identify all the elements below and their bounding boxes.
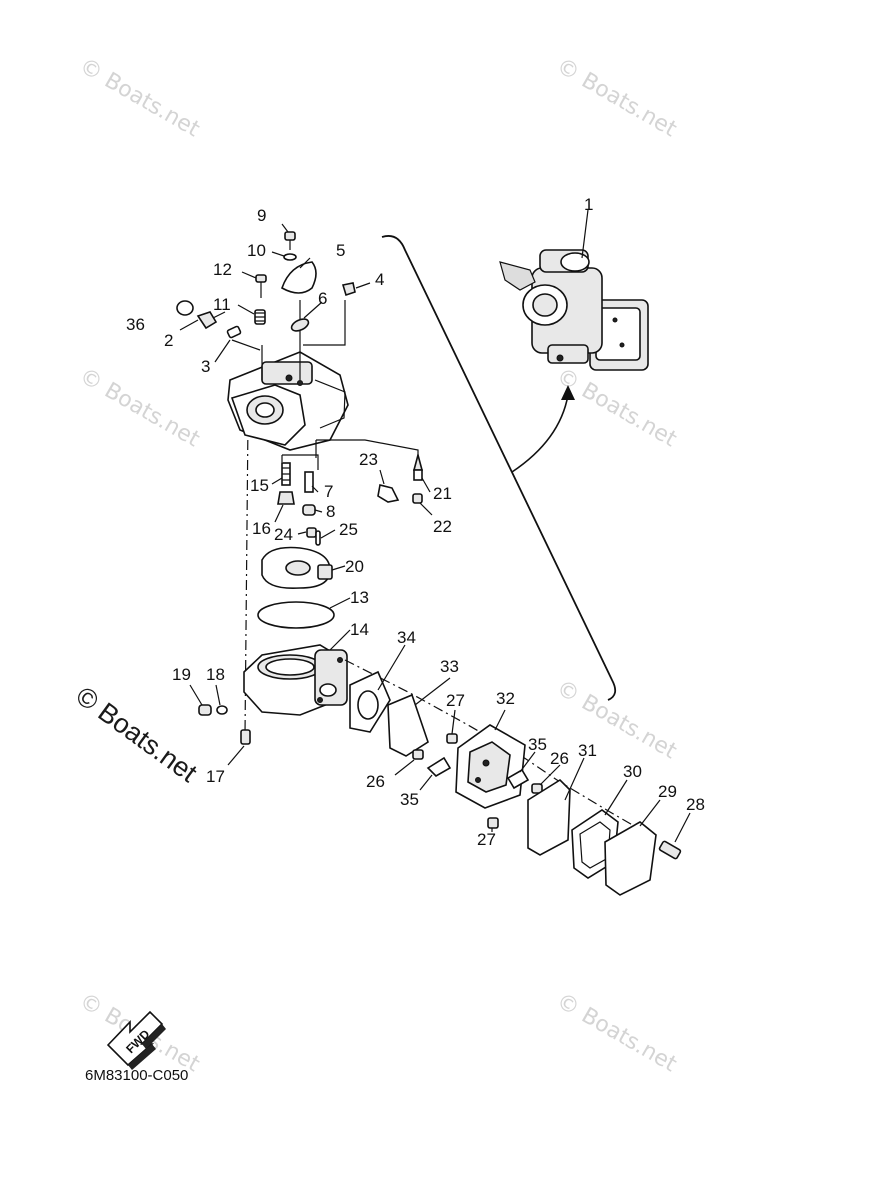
callout-24: 24 [274, 525, 293, 544]
callout-35-right: 35 [528, 735, 547, 754]
cover-29 [604, 821, 657, 896]
callout-31: 31 [578, 741, 597, 760]
fuel-pump-body [455, 724, 526, 809]
callout-12: 12 [213, 260, 232, 279]
watermark-mid-right: © Boats.net [552, 364, 681, 453]
gasket-31 [527, 778, 571, 856]
callout-32: 32 [496, 689, 515, 708]
part-35-right [506, 768, 530, 790]
callout-19: 19 [172, 665, 191, 684]
carburetor-assembly-image [499, 249, 649, 371]
parts-top [176, 231, 356, 339]
part-35-left [426, 756, 452, 777]
callout-labels: 1 9 10 5 12 4 6 11 36 2 3 23 15 7 21 8 1… [126, 195, 705, 849]
group-bracket-line [381, 235, 617, 701]
callout-9: 9 [257, 206, 266, 225]
float-bowl [243, 644, 348, 716]
callout-21: 21 [433, 484, 452, 503]
callout-22: 22 [433, 517, 452, 536]
body-leader-box [231, 300, 346, 380]
callout-35-left: 35 [400, 790, 419, 809]
callout-5: 5 [336, 241, 345, 260]
watermark-dark: © Boats.net [70, 681, 202, 789]
part-28-bolt [658, 840, 682, 860]
watermark-low-right: © Boats.net [552, 676, 681, 765]
fwd-arrow-icon: FWD [106, 1010, 166, 1070]
callout-8: 8 [326, 502, 335, 521]
callout-4: 4 [375, 270, 384, 289]
callout-27-upper: 27 [446, 691, 465, 710]
watermark-top-right: © Boats.net [552, 54, 681, 143]
leader-15-7-box [281, 454, 319, 470]
callout-25: 25 [339, 520, 358, 539]
callout-10: 10 [247, 241, 266, 260]
callout-30: 30 [623, 762, 642, 781]
watermark-top-left: © Boats.net [75, 54, 204, 143]
callout-3: 3 [201, 357, 210, 376]
part-26-left [412, 749, 424, 760]
callout-6: 6 [318, 289, 327, 308]
part-27-lower [487, 817, 499, 829]
callout-27-lower: 27 [477, 830, 496, 849]
watermark-bottom-right: © Boats.net [552, 989, 681, 1078]
part-27-upper [446, 733, 458, 744]
callout-34: 34 [397, 628, 416, 647]
carburetor-body [227, 351, 349, 451]
assembly-arrow-head [561, 385, 575, 400]
callout-26-right: 26 [550, 749, 569, 768]
callout-16: 16 [252, 519, 271, 538]
callout-7: 7 [324, 482, 333, 501]
callout-17: 17 [206, 767, 225, 786]
callout-14: 14 [350, 620, 369, 639]
callout-2: 2 [164, 331, 173, 350]
callout-1: 1 [584, 195, 593, 214]
callout-23: 23 [359, 450, 378, 469]
callout-18: 18 [206, 665, 225, 684]
callout-15: 15 [250, 476, 269, 495]
parts-bottom-left [198, 704, 251, 745]
callout-29: 29 [658, 782, 677, 801]
callout-20: 20 [345, 557, 364, 576]
callout-26-left: 26 [366, 772, 385, 791]
right-dash-axis [344, 659, 651, 836]
callout-36: 36 [126, 315, 145, 334]
parts-middle [257, 451, 424, 629]
callout-28: 28 [686, 795, 705, 814]
part-26-right [531, 783, 543, 794]
callout-13: 13 [350, 588, 369, 607]
gasket-34-hole [357, 690, 379, 720]
callout-11: 11 [213, 295, 231, 314]
diagram-code: 6M83100-C050 [85, 1067, 188, 1084]
callout-33: 33 [440, 657, 459, 676]
watermark-mid-left: © Boats.net [75, 364, 204, 453]
leader-lines [179, 223, 691, 843]
assembly-arrow-line [511, 394, 569, 473]
gasket-33 [387, 693, 429, 757]
leader-1 [581, 209, 589, 259]
